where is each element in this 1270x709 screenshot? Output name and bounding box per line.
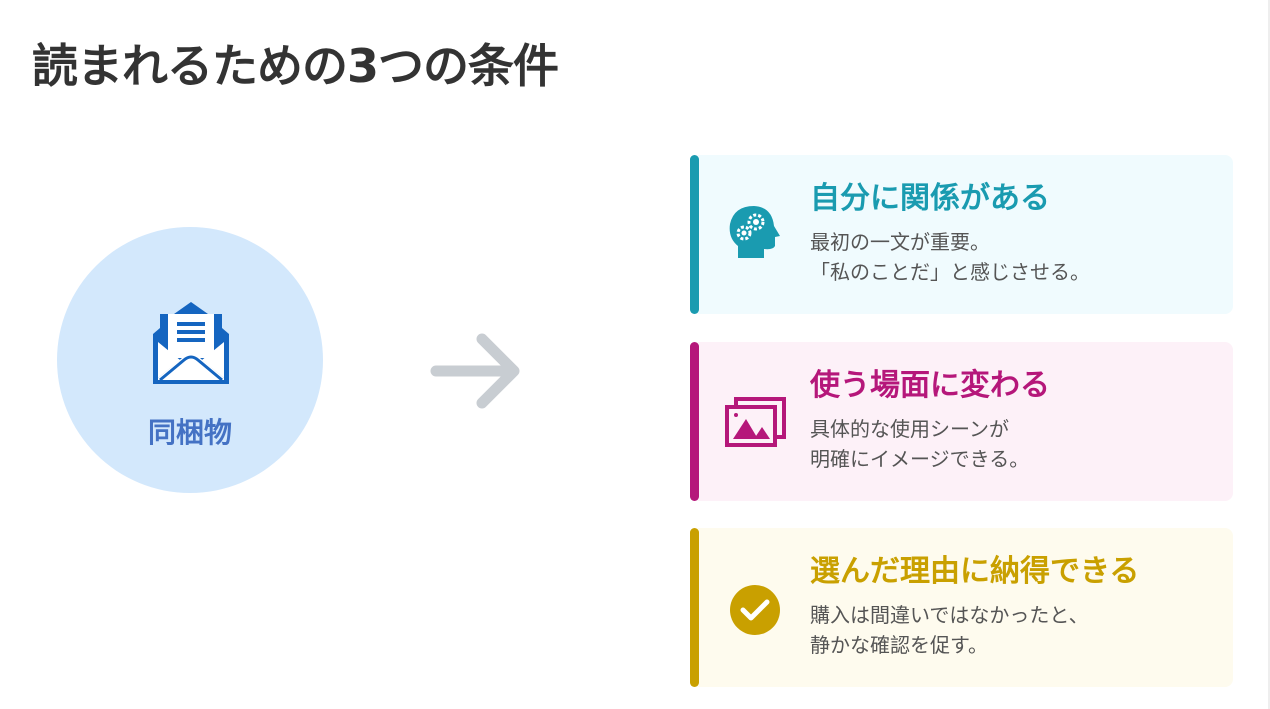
- arrow-right-icon: [430, 333, 520, 409]
- body-line: 「私のことだ」と感じさせる。: [810, 260, 1090, 284]
- open-envelope-icon: [153, 302, 229, 384]
- check-circle-icon: [730, 585, 780, 635]
- body-line: 購入は間違いではなかったと、: [810, 603, 1089, 627]
- condition-body: 最初の一文が重要。「私のことだ」と感じさせる。: [810, 227, 1090, 287]
- body-line: 具体的な使用シーンが: [810, 417, 1009, 441]
- condition-heading: 自分に関係がある: [810, 181, 1050, 216]
- accent-bar: [690, 155, 699, 314]
- body-line: 最初の一文が重要。: [810, 230, 990, 254]
- source-label: 同梱物: [147, 416, 232, 449]
- body-line: 明確にイメージできる。: [810, 447, 1030, 471]
- condition-heading: 使う場面に変わる: [810, 368, 1050, 403]
- source-circle: 同梱物: [57, 227, 323, 493]
- images-icon: [725, 397, 786, 447]
- condition-body: 購入は間違いではなかったと、静かな確認を促す。: [810, 600, 1089, 660]
- condition-card-relevance: 自分に関係がある 最初の一文が重要。「私のことだ」と感じさせる。: [690, 155, 1233, 314]
- accent-bar: [690, 528, 699, 687]
- accent-bar: [690, 342, 699, 501]
- slide-edge: [1268, 0, 1270, 709]
- body-line: 静かな確認を促す。: [810, 633, 988, 657]
- head-gears-icon: [729, 206, 780, 258]
- condition-card-conviction: 選んだ理由に納得できる 購入は間違いではなかったと、静かな確認を促す。: [690, 528, 1233, 687]
- condition-heading: 選んだ理由に納得できる: [810, 554, 1140, 589]
- condition-body: 具体的な使用シーンが明確にイメージできる。: [810, 414, 1029, 474]
- condition-card-usage-scene: 使う場面に変わる 具体的な使用シーンが明確にイメージできる。: [690, 342, 1233, 501]
- page-title: 読まれるための3つの条件: [32, 39, 559, 93]
